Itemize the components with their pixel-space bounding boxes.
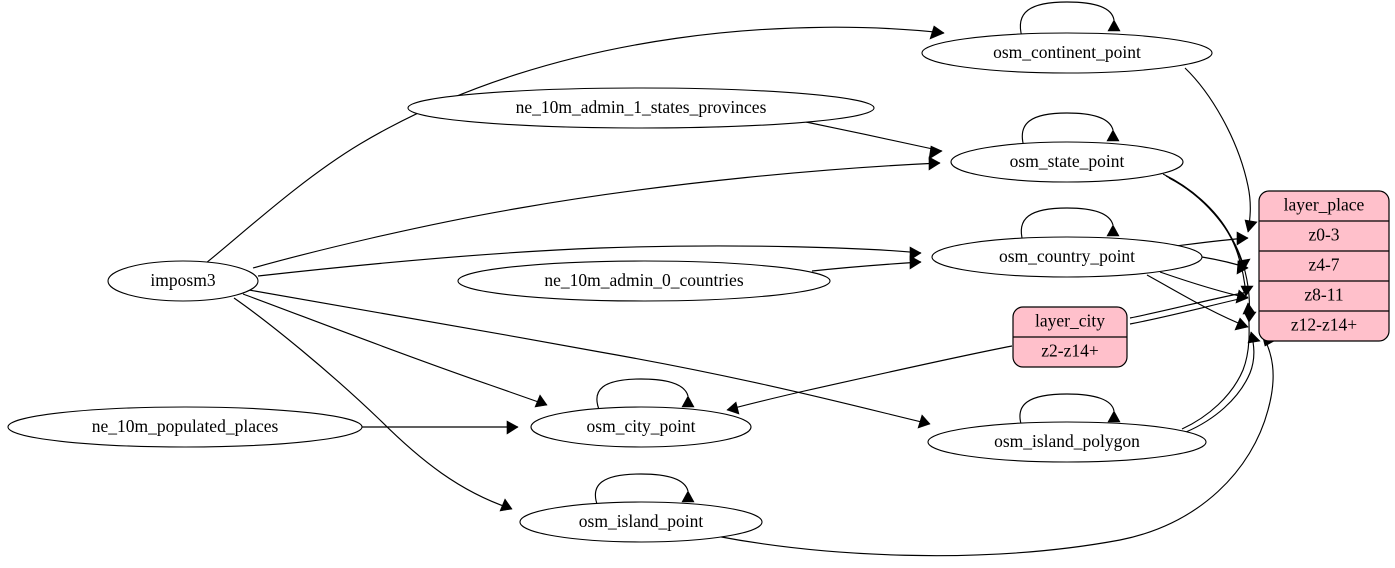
edge-layer xyxy=(205,1,1277,557)
edge-osm_country_point-to-layer_place-z0_3 xyxy=(1175,231,1249,247)
edge-self-osm_state_point xyxy=(1021,112,1120,148)
edge-osm_island_polygon-to-layer_place-z12_z14 xyxy=(1185,331,1261,433)
node-ne_10m_populated_places[interactable]: ne_10m_populated_places xyxy=(7,406,363,448)
edge-imposm3-to-osm_island_polygon xyxy=(248,289,931,429)
edge-imposm3-to-osm_city_point xyxy=(242,293,548,408)
edge-imposm3-to-osm_state_point xyxy=(252,156,941,269)
node-layer: imposm3 ne_10m_admin_1_states_provinces … xyxy=(7,32,1213,543)
node-ne_10m_admin_0_countries[interactable]: ne_10m_admin_0_countries xyxy=(457,260,831,302)
node-osm_state_point[interactable]: osm_state_point xyxy=(950,141,1184,183)
node-label-ne_10m_admin_0_countries: ne_10m_admin_0_countries xyxy=(544,270,743,290)
edge-osm_country_point-to-layer_place-z12_z14 xyxy=(1146,274,1249,331)
record-row-layer_city-z2-z14[interactable]: z2-z14+ xyxy=(1041,341,1099,361)
edge-self-osm_country_point xyxy=(1020,207,1120,243)
record-row-layer_place-z4-7[interactable]: z4-7 xyxy=(1308,255,1339,275)
edge-osm_island_polygon-to-layer_place-z8_11 xyxy=(1181,302,1256,430)
record-row-layer_city-title: layer_city xyxy=(1035,311,1105,331)
record-layer_city[interactable]: layer_city z2-z14+ xyxy=(1012,306,1128,368)
node-label-osm_country_point: osm_country_point xyxy=(999,246,1135,266)
node-osm_island_polygon[interactable]: osm_island_polygon xyxy=(927,421,1207,463)
edge-imposm3-to-osm_island_point xyxy=(233,297,513,512)
node-osm_continent_point[interactable]: osm_continent_point xyxy=(921,32,1213,74)
edge-self-osm_island_point xyxy=(594,473,695,508)
edge-ne_populated-to-osm_city_point xyxy=(362,420,519,435)
edge-ne_admin1-to-osm_state_point xyxy=(805,121,943,160)
edge-bundle-lower-country xyxy=(1129,291,1249,325)
edge-osm_continent_point-to-layer_place-z0_3 xyxy=(1184,67,1258,233)
edge-ne_admin0-to-osm_country_point xyxy=(811,255,922,272)
node-label-osm_city_point: osm_city_point xyxy=(587,416,696,436)
node-osm_island_point[interactable]: osm_island_point xyxy=(519,501,763,543)
record-row-layer_place-z0-3[interactable]: z0-3 xyxy=(1308,225,1339,245)
node-osm_city_point[interactable]: osm_city_point xyxy=(530,406,752,448)
edge-self-osm_continent_point xyxy=(1019,1,1121,38)
record-row-layer_place-title: layer_place xyxy=(1284,195,1365,215)
node-label-ne_10m_populated_places: ne_10m_populated_places xyxy=(92,416,279,436)
node-label-osm_state_point: osm_state_point xyxy=(1010,151,1125,171)
edge-self-osm_city_point xyxy=(596,378,695,413)
edge-self-osm_island_polygon xyxy=(1019,393,1121,428)
node-ne_10m_admin_1_states_provinces[interactable]: ne_10m_admin_1_states_provinces xyxy=(407,87,875,129)
edge-layer_city-to-osm_city_point xyxy=(726,345,1013,415)
edge-osm_country_point-to-layer_place-z4_7 xyxy=(1201,256,1249,275)
record-row-layer_place-z8-11[interactable]: z8-11 xyxy=(1304,285,1343,305)
edge-imposm3-to-osm_continent_point xyxy=(205,25,945,264)
node-label-osm_island_polygon: osm_island_polygon xyxy=(994,431,1140,451)
record-row-layer_place-z12-z14[interactable]: z12-z14+ xyxy=(1291,315,1357,335)
node-label-ne_10m_admin_1_states_provinces: ne_10m_admin_1_states_provinces xyxy=(516,97,767,117)
node-imposm3[interactable]: imposm3 xyxy=(107,260,259,302)
node-label-osm_continent_point: osm_continent_point xyxy=(993,42,1141,62)
edge-osm_country_point-to-layer_place-z8_11 xyxy=(1159,271,1249,304)
node-label-imposm3: imposm3 xyxy=(150,270,215,290)
record-layer_place[interactable]: layer_place z0-3 z4-7 z8-11 z12-z14+ xyxy=(1258,190,1390,342)
node-osm_country_point[interactable]: osm_country_point xyxy=(931,236,1203,278)
edge-imposm3-to-osm_country_point xyxy=(257,245,922,277)
record-layer: layer_city z2-z14+ layer_place z0-3 z4-7… xyxy=(1012,190,1390,368)
node-label-osm_island_point: osm_island_point xyxy=(579,511,704,531)
